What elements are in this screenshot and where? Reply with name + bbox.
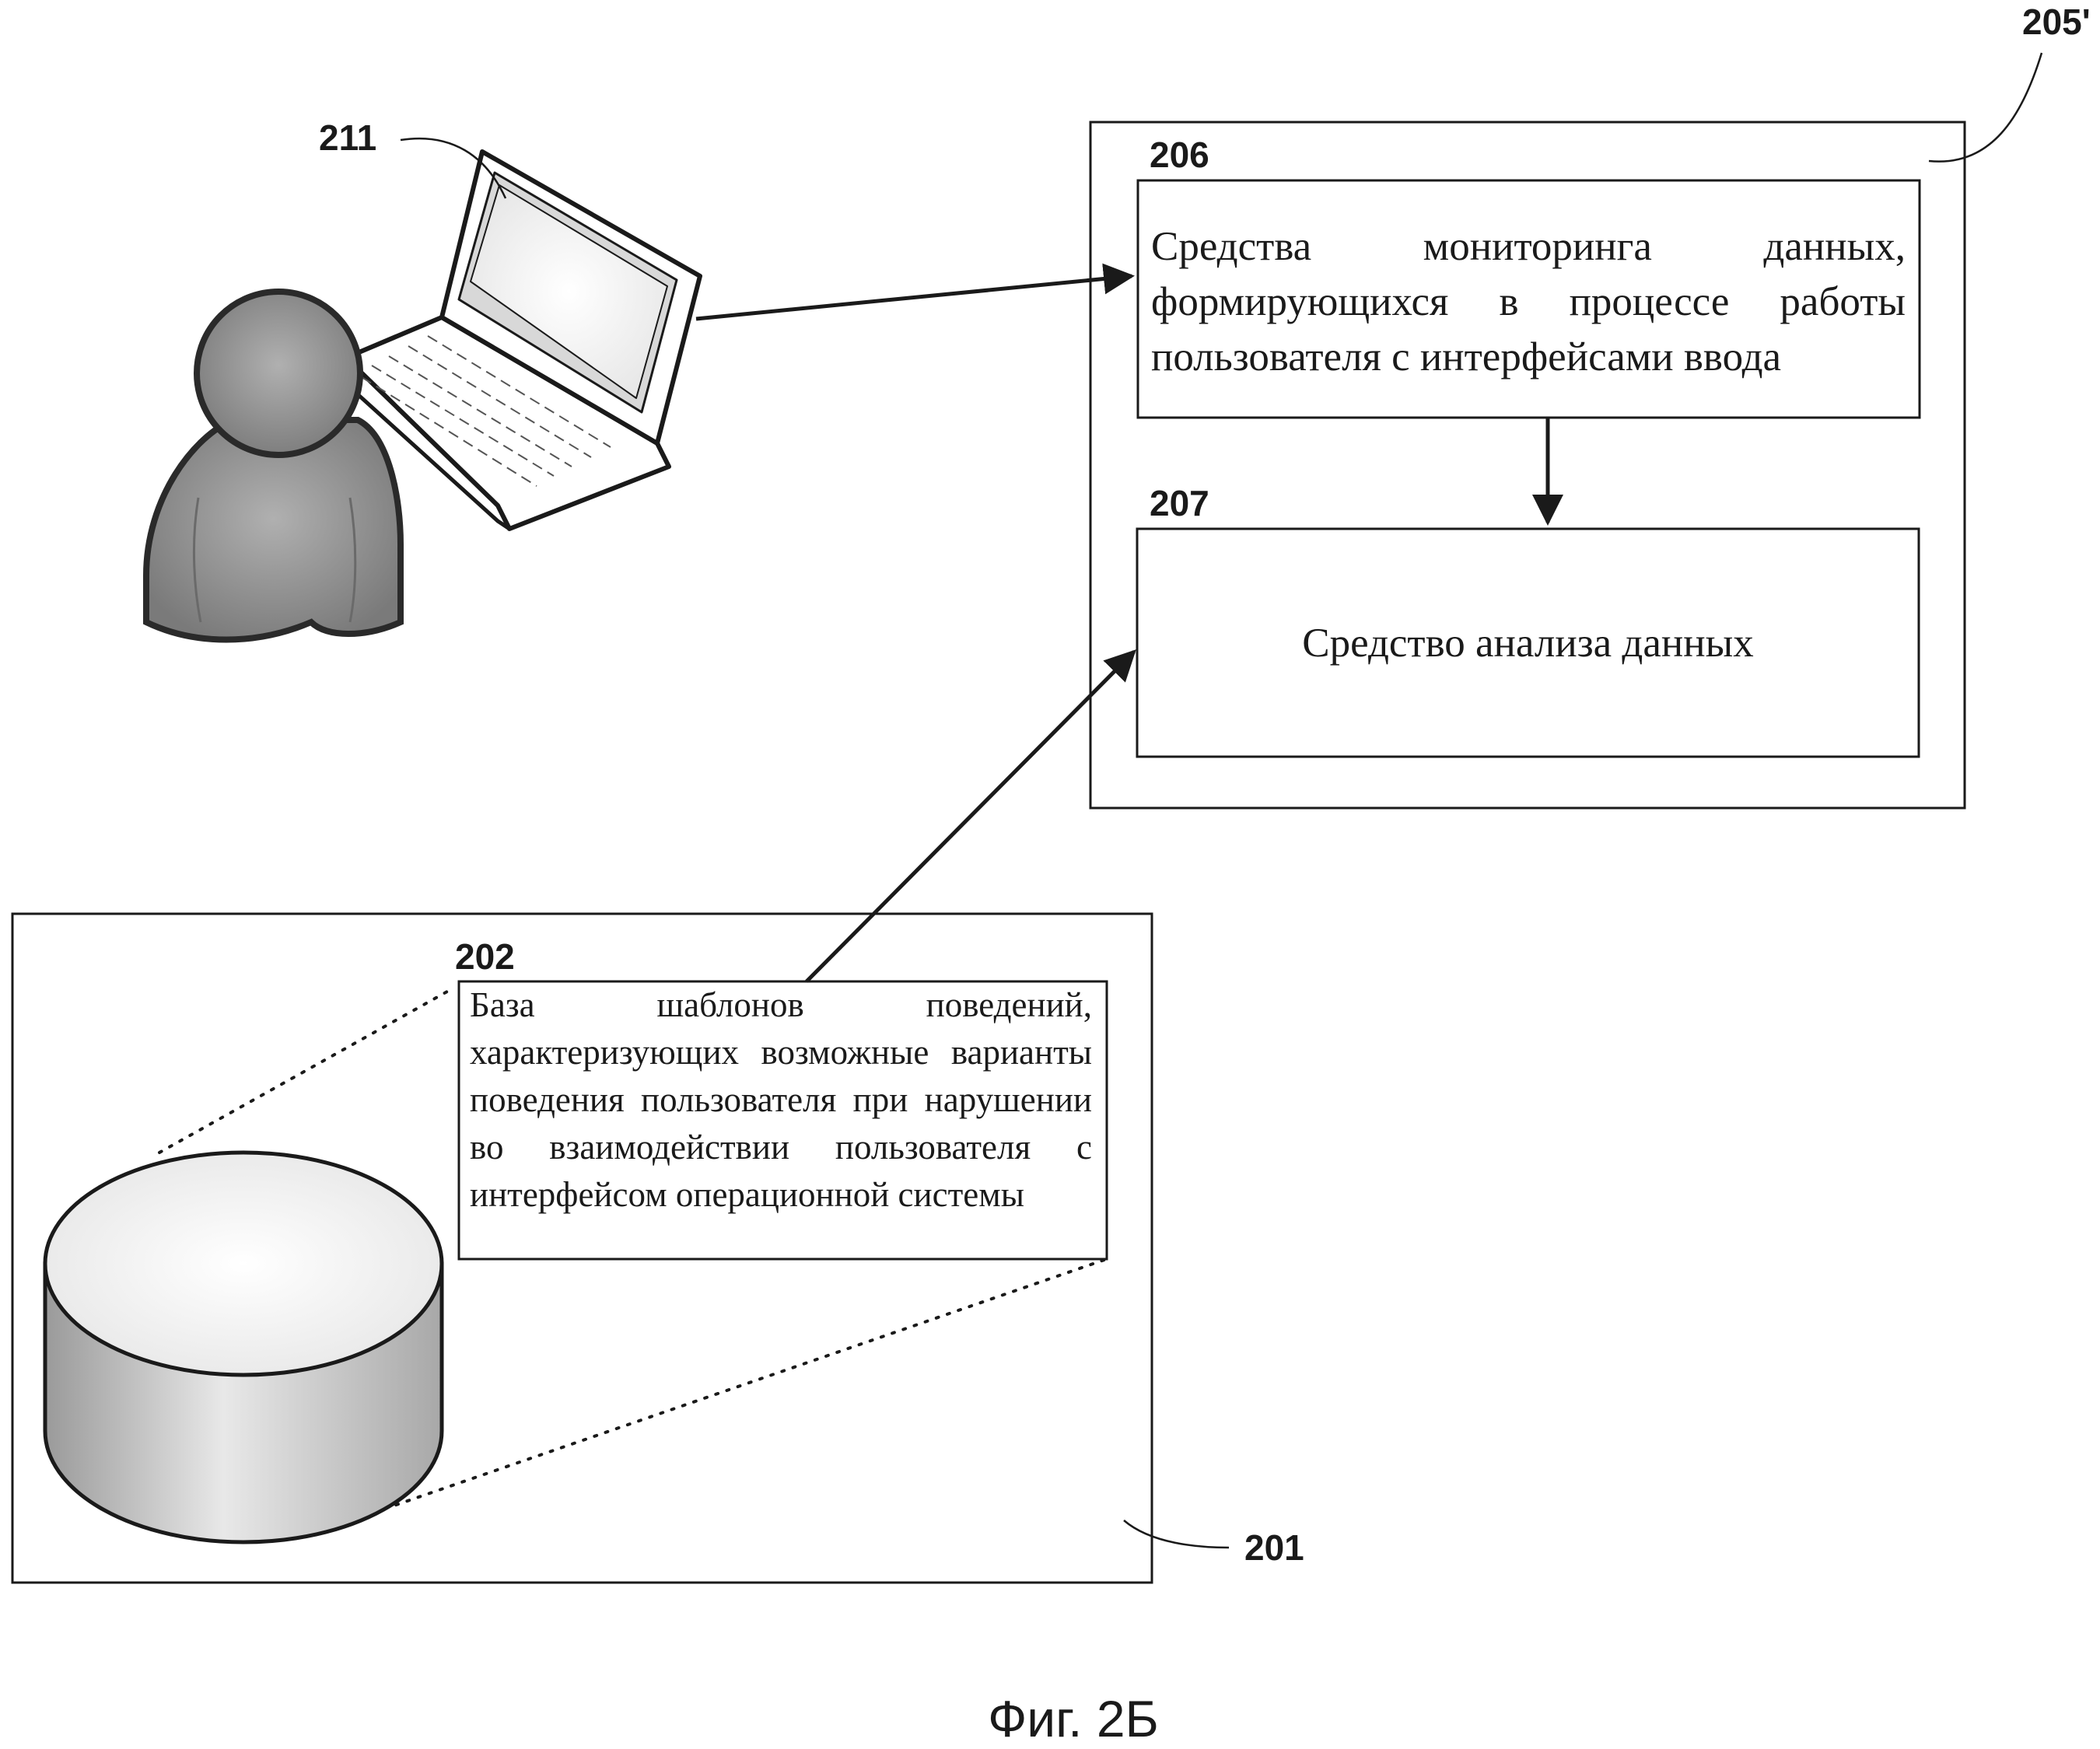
leader-211 bbox=[400, 137, 507, 199]
projection-line-bottom bbox=[383, 1258, 1106, 1510]
ref-label-206: 206 bbox=[1150, 135, 1209, 175]
block-206-text: Средства мониторинга данных, формирующих… bbox=[1151, 224, 1906, 380]
block-202-text: База шаблонов поведений, характеризующих… bbox=[470, 985, 1092, 1214]
leader-205 bbox=[1928, 52, 2043, 163]
ref-label-202: 202 bbox=[455, 936, 515, 977]
block-206-monitoring bbox=[1136, 179, 1921, 419]
user-icon bbox=[143, 289, 404, 643]
database-cylinder-icon bbox=[43, 1150, 444, 1544]
block-207-text: Средство анализа данных bbox=[1302, 621, 1754, 666]
projection-line-top bbox=[158, 990, 449, 1154]
block-205-outer-frame bbox=[1089, 121, 1966, 810]
leader-201 bbox=[1123, 1520, 1230, 1549]
block-201-outer-frame bbox=[11, 912, 1153, 1584]
arrow-laptop-to-206 bbox=[695, 263, 1135, 321]
block-207-analysis bbox=[1136, 527, 1920, 758]
ref-label-201: 201 bbox=[1244, 1527, 1304, 1568]
ref-label-207: 207 bbox=[1150, 483, 1209, 523]
arrow-202-to-207 bbox=[805, 649, 1136, 983]
ref-label-205: 205' bbox=[2022, 2, 2091, 42]
laptop-icon bbox=[332, 149, 702, 531]
block-202-patterns-database bbox=[457, 980, 1108, 1261]
ref-label-211: 211 bbox=[319, 117, 376, 158]
figure-caption: Фиг. 2Б bbox=[988, 1690, 1159, 1747]
